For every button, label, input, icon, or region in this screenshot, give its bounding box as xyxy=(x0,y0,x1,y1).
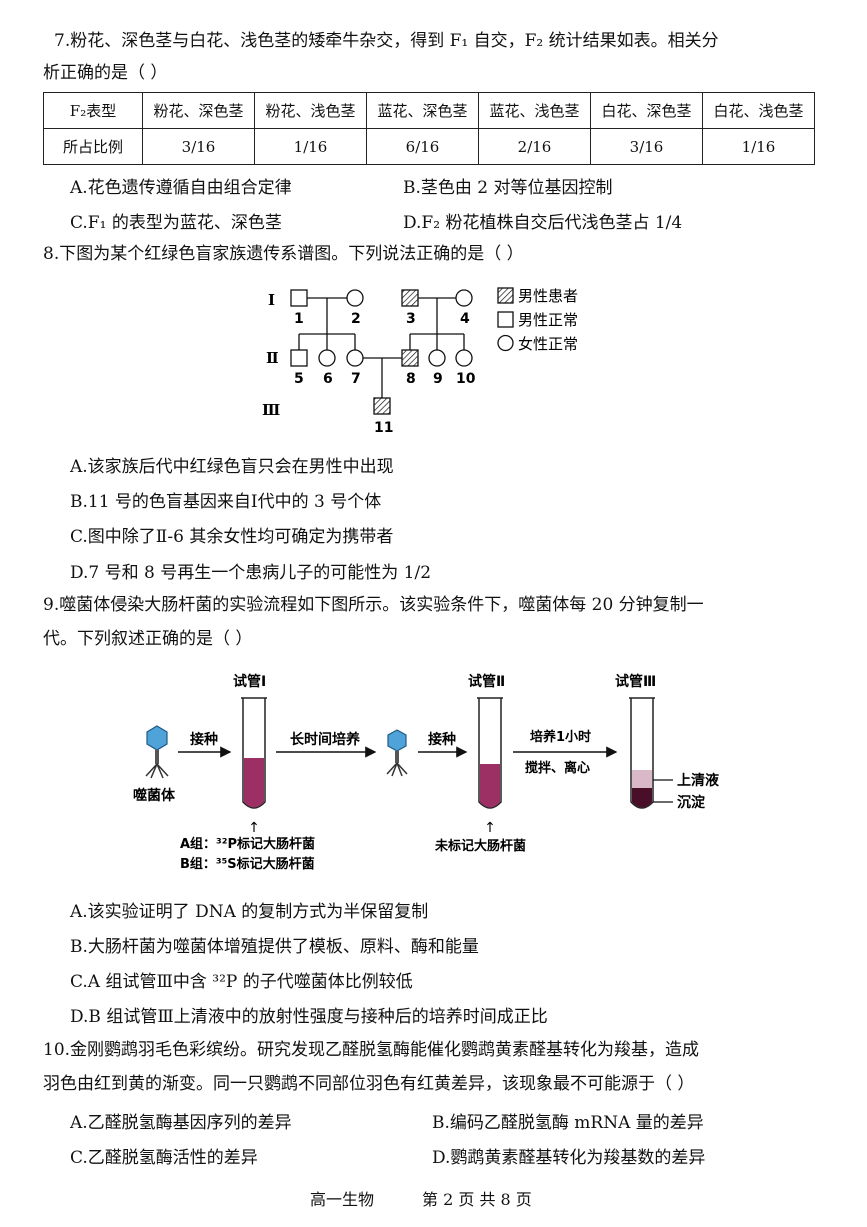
phage-label: 噬菌体 xyxy=(133,787,176,804)
q10-option-a: A.乙醛脱氢酶基因序列的差异 xyxy=(70,1113,292,1133)
table-cell: 1/16 xyxy=(254,128,367,165)
table-cell: 粉花、深色茎 xyxy=(142,92,255,129)
table-cell: F₂表型 xyxy=(43,92,143,129)
number-8: 8 xyxy=(406,371,416,387)
legend-normal-female-icon xyxy=(497,334,514,352)
number-9: 9 xyxy=(433,371,443,387)
individual-9-female xyxy=(428,349,446,367)
table-cell: 粉花、浅色茎 xyxy=(254,92,367,129)
q9-option-d: D.B 组试管Ⅲ上清液中的放射性强度与接种后的培养时间成正比 xyxy=(70,1007,548,1027)
number-5: 5 xyxy=(294,371,304,387)
individual-3-affected-male xyxy=(401,289,419,307)
individual-4-female xyxy=(455,289,473,307)
table-cell: 蓝花、浅色茎 xyxy=(478,92,591,129)
tube2-label: 试管Ⅱ xyxy=(468,673,505,690)
q10-stem-line1: 10.金刚鹦鹉羽毛色彩缤纷。研究发现乙醛脱氢酶能催化鹦鹉黄素醛基转化为羧基，造成 xyxy=(43,1040,700,1060)
number-6: 6 xyxy=(323,371,333,387)
unlabeled-ecoli-label: 未标记大肠杆菌 xyxy=(434,838,526,854)
q9-option-a: A.该实验证明了 DNA 的复制方式为半保留复制 xyxy=(70,902,429,922)
long-culture-label: 长时间培养 xyxy=(290,731,361,748)
table-cell: 1/16 xyxy=(702,128,815,165)
table-cell: 6/16 xyxy=(366,128,479,165)
individual-11-affected-male xyxy=(373,397,391,415)
group-a-label: A组：³²P标记大肠杆菌 xyxy=(180,836,315,852)
q10-stem-line2: 羽色由红到黄的渐变。同一只鹦鹉不同部位羽色有红黄差异，该现象最不可能源于（ ） xyxy=(43,1074,695,1094)
number-4: 4 xyxy=(460,311,470,327)
number-3: 3 xyxy=(406,311,416,327)
number-10: 10 xyxy=(456,371,476,387)
test-tube-1 xyxy=(241,697,267,809)
q8-option-d: D.7 号和 8 号再生一个患病儿子的可能性为 1/2 xyxy=(70,563,432,583)
q8-option-b: B.11 号的色盲基因来自Ⅰ代中的 3 号个体 xyxy=(70,492,382,512)
q9-stem-line2: 代。下列叙述正确的是（ ） xyxy=(43,629,253,649)
q9-option-c: C.A 组试管Ⅲ中含 ³²P 的子代噬菌体比例较低 xyxy=(70,972,413,992)
individual-10-female xyxy=(455,349,473,367)
q7-option-b: B.茎色由 2 对等位基因控制 xyxy=(403,178,613,198)
q8-option-a: A.该家族后代中红绿色盲只会在男性中出现 xyxy=(70,457,394,477)
table-header-row: F₂表型 粉花、深色茎 粉花、浅色茎 蓝花、深色茎 蓝花、浅色茎 白花、深色茎 … xyxy=(43,92,815,129)
individual-1-male xyxy=(290,289,308,307)
culture-1h-label: 培养1小时 xyxy=(530,729,591,745)
q10-option-d: D.鹦鹉黄素醛基转化为羧基数的差异 xyxy=(432,1148,706,1168)
inoculate-label-1: 接种 xyxy=(190,731,218,748)
phage-icon xyxy=(386,729,408,777)
q10-option-c: C.乙醛脱氢酶活性的差异 xyxy=(70,1148,258,1168)
footer-page-number: 第 2 页 共 8 页 xyxy=(422,1190,532,1209)
tube1-label: 试管Ⅰ xyxy=(233,673,266,690)
test-tube-2 xyxy=(477,697,503,809)
supernatant-label: 上清液 xyxy=(677,772,720,789)
table-cell: 白花、深色茎 xyxy=(590,92,703,129)
sediment-label: 沉淀 xyxy=(677,794,706,811)
q10-option-b: B.编码乙醛脱氢酶 mRNA 量的差异 xyxy=(432,1113,704,1133)
inoculate-label-2: 接种 xyxy=(428,731,456,748)
individual-5-male xyxy=(290,349,308,367)
q8-option-c: C.图中除了Ⅱ-6 其余女性均可确定为携带者 xyxy=(70,527,394,547)
arrow-up-icon: ↑ xyxy=(484,820,496,836)
individual-2-female xyxy=(346,289,364,307)
stir-centrifuge-label: 搅拌、离心 xyxy=(525,760,590,776)
individual-6-female xyxy=(318,349,336,367)
number-2: 2 xyxy=(351,311,361,327)
group-b-label: B组：³⁵S标记大肠杆菌 xyxy=(180,856,315,872)
table-cell: 所占比例 xyxy=(43,128,143,165)
arrow-up-icon: ↑ xyxy=(248,820,260,836)
legend-affected-male: 男性患者 xyxy=(518,287,578,305)
number-11: 11 xyxy=(374,420,393,436)
table-cell: 3/16 xyxy=(142,128,255,165)
generation-label-2: Ⅱ xyxy=(266,349,279,367)
q8-stem: 8.下图为某个红绿色盲家族遗传系谱图。下列说法正确的是（ ） xyxy=(43,244,524,264)
q7-option-c: C.F₁ 的表型为蓝花、深色茎 xyxy=(70,213,282,233)
legend-normal-male-icon xyxy=(497,311,514,328)
table-cell: 蓝花、深色茎 xyxy=(366,92,479,129)
pedigree-chart: Ⅰ Ⅱ Ⅲ 1 2 3 4 5 6 7 8 9 10 11 男性患者 男性正常 … xyxy=(262,287,578,436)
phage-experiment-diagram: 试管Ⅰ 试管Ⅱ 试管Ⅲ 噬菌体 接种 ↑ A组：³²P标记大肠杆菌 B组：³⁵S… xyxy=(133,673,720,872)
individual-7-female xyxy=(346,349,364,367)
legend-normal-male: 男性正常 xyxy=(518,311,578,329)
generation-label-3: Ⅲ xyxy=(262,401,280,419)
q9-stem-line1: 9.噬菌体侵染大肠杆菌的实验流程如下图所示。该实验条件下，噬菌体每 20 分钟复… xyxy=(43,595,704,615)
footer-subject: 高一生物 xyxy=(310,1190,375,1209)
number-7: 7 xyxy=(351,371,361,387)
q7-stem-line1: 7.粉花、深色茎与白花、浅色茎的矮牵牛杂交，得到 F₁ 自交，F₂ 统计结果如表… xyxy=(54,31,719,51)
table-cell: 2/16 xyxy=(478,128,591,165)
phage-icon xyxy=(145,725,169,779)
q7-option-a: A.花色遗传遵循自由组合定律 xyxy=(70,178,292,198)
f2-table: F₂表型 粉花、深色茎 粉花、浅色茎 蓝花、深色茎 蓝花、浅色茎 白花、深色茎 … xyxy=(43,92,815,165)
q9-option-b: B.大肠杆菌为噬菌体增殖提供了模板、原料、酶和能量 xyxy=(70,937,479,957)
legend-affected-male-icon xyxy=(497,287,514,304)
q7-option-d: D.F₂ 粉花植株自交后代浅色茎占 1/4 xyxy=(403,213,683,233)
q7-stem-line2: 析正确的是（ ） xyxy=(43,63,168,83)
generation-label-1: Ⅰ xyxy=(268,291,275,309)
legend-normal-female: 女性正常 xyxy=(518,335,578,353)
table-cell: 白花、浅色茎 xyxy=(702,92,815,129)
tube3-label: 试管Ⅲ xyxy=(615,673,656,690)
number-1: 1 xyxy=(294,311,304,327)
table-cell: 3/16 xyxy=(590,128,703,165)
test-tube-3 xyxy=(629,697,655,809)
individual-8-affected-male xyxy=(401,349,419,367)
table-row: 所占比例 3/16 1/16 6/16 2/16 3/16 1/16 xyxy=(43,128,815,165)
